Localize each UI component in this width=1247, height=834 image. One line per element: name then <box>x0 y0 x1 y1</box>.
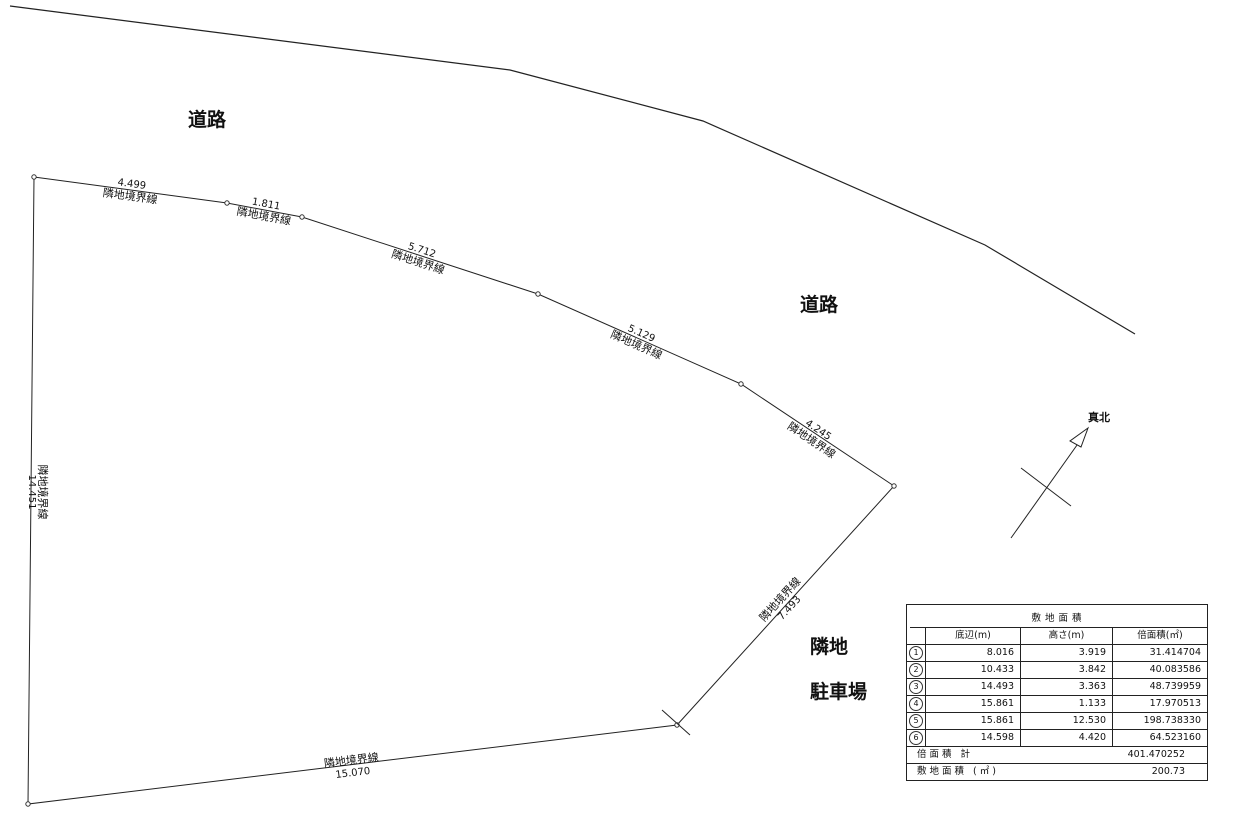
row-base: 10.433 <box>926 662 1021 678</box>
vertex <box>25 801 31 807</box>
road-edge-line <box>9 5 1136 335</box>
boundary-length: 1.811 <box>251 197 281 213</box>
row-number: 5 <box>907 713 926 729</box>
boundary-label-1: 4.499 隣地境界線 <box>102 177 158 206</box>
row-base: 15.861 <box>926 713 1021 729</box>
header-height: 高さ(m) <box>1021 628 1113 644</box>
row-number: 3 <box>907 679 926 695</box>
true-north-label: 真北 <box>1088 410 1110 424</box>
boundary-label-5: 4.245 隣地境界線 <box>785 418 839 461</box>
row-height: 1.133 <box>1021 696 1113 712</box>
boundary-label-2: 1.811 隣地境界線 <box>236 197 293 228</box>
boundary-vertices <box>25 174 897 807</box>
north-arrow <box>1010 426 1090 539</box>
vertex <box>224 200 230 206</box>
row-double-area: 198.738330 <box>1143 715 1201 726</box>
total-value: 401.470252 <box>1127 749 1185 760</box>
header-no <box>907 628 926 644</box>
boundary-label-3: 5.712 隣地境界線 <box>390 241 447 277</box>
road-label-right: 道路 <box>800 293 839 316</box>
row-base: 15.861 <box>926 696 1021 712</box>
boundary-label-7: 隣地境界線 15.070 <box>323 750 379 781</box>
boundary-label-4: 5.129 隣地境界線 <box>609 323 665 362</box>
road-label-upper: 道路 <box>188 108 227 131</box>
boundary-length: 4.499 <box>117 177 147 192</box>
row-base: 14.493 <box>926 679 1021 695</box>
boundary-length: 14.451 <box>26 475 37 510</box>
row-number: 1 <box>907 645 926 661</box>
north-arrow-head-icon <box>1069 426 1090 448</box>
row-double-area: 40.083586 <box>1149 664 1201 675</box>
row-height: 4.420 <box>1021 730 1113 746</box>
table-row: 5 15.861 12.530 198.738330 <box>907 713 1207 730</box>
row-height: 12.530 <box>1021 713 1113 729</box>
boundary-label-6: 隣地境界線 7.493 <box>756 574 803 624</box>
header-base: 底辺(m) <box>926 628 1021 644</box>
row-double-area: 64.523160 <box>1149 732 1201 743</box>
corner-tick <box>661 709 691 736</box>
total-label: 倍面積 計 <box>917 749 974 760</box>
row-number: 4 <box>907 696 926 712</box>
table-row: 1 8.016 3.919 31.414704 <box>907 645 1207 662</box>
vertex <box>31 174 37 180</box>
vertex <box>535 291 541 297</box>
total-row: 倍面積 計 401.470252 <box>907 747 1207 764</box>
site-area-value: 200.73 <box>1151 766 1185 777</box>
table-row: 3 14.493 3.363 48.739959 <box>907 679 1207 696</box>
table-header-row: 底辺(m) 高さ(m) 倍面積(㎡) <box>907 628 1207 645</box>
table-row: 2 10.433 3.842 40.083586 <box>907 662 1207 679</box>
north-arrow-cross <box>1020 467 1072 507</box>
site-boundary <box>27 176 895 805</box>
boundary-length: 15.070 <box>335 766 371 781</box>
site-area-label: 敷地面積 (㎡) <box>917 766 999 777</box>
row-height: 3.842 <box>1021 662 1113 678</box>
north-arrow-shaft <box>1010 430 1088 539</box>
site-area-table: 敷地面積 底辺(m) 高さ(m) 倍面積(㎡) 1 8.016 3.919 31… <box>906 604 1208 781</box>
vertex <box>738 381 744 387</box>
boundary-text: 隣地境界線 <box>323 750 379 771</box>
table-row: 6 14.598 4.420 64.523160 <box>907 730 1207 747</box>
header-double-area: 倍面積(㎡) <box>1137 630 1183 641</box>
vertex <box>891 483 897 489</box>
row-number: 2 <box>907 662 926 678</box>
row-base: 8.016 <box>926 645 1021 661</box>
row-double-area: 31.414704 <box>1149 647 1201 658</box>
site-area-row: 敷地面積 (㎡) 200.73 <box>907 764 1207 780</box>
row-double-area: 17.970513 <box>1149 698 1201 709</box>
table-title: 敷地面積 <box>910 605 1207 628</box>
row-double-area: 48.739959 <box>1149 681 1201 692</box>
table-row: 4 15.861 1.133 17.970513 <box>907 696 1207 713</box>
row-height: 3.363 <box>1021 679 1113 695</box>
row-base: 14.598 <box>926 730 1021 746</box>
boundary-label-8: 14.451 隣地境界線 <box>26 465 50 520</box>
row-number: 6 <box>907 730 926 746</box>
parking-label: 駐車場 <box>810 680 867 703</box>
vertex <box>299 214 305 220</box>
boundary-text: 隣地境界線 <box>36 465 50 520</box>
row-height: 3.919 <box>1021 645 1113 661</box>
neighbor-label: 隣地 <box>810 635 848 658</box>
